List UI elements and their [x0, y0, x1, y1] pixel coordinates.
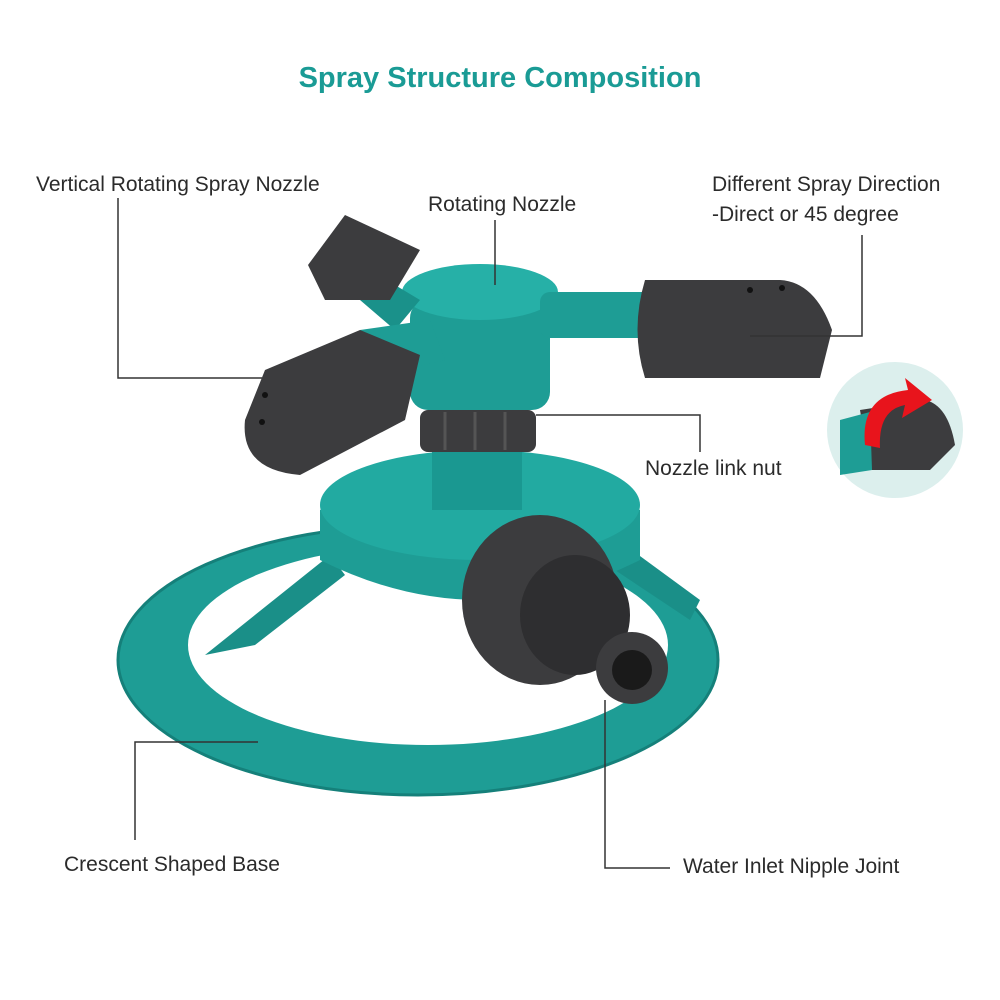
nozzle-link-nut-shape	[420, 410, 536, 452]
leader-spray-direction	[750, 235, 863, 337]
inlet-connector-ring	[520, 555, 630, 675]
label-rotating-nozzle: Rotating Nozzle	[428, 193, 577, 216]
diagram-title: Spray Structure Composition	[298, 62, 702, 94]
direction-arrow-icon	[864, 378, 932, 448]
nozzle-front-left-hole-2	[259, 419, 265, 425]
rotor-cap	[402, 264, 558, 320]
label-spray-direction-line2: -Direct or 45 degree	[712, 203, 899, 226]
nozzle-right	[637, 280, 832, 378]
label-spray-direction-line1: Different Spray Direction	[712, 173, 941, 196]
inlet-nipple-bore	[612, 650, 652, 690]
leader-inlet	[604, 700, 670, 869]
nozzle-right-hole-1	[747, 287, 753, 293]
label-vertical-rotating-spray-nozzle: Vertical Rotating Spray Nozzle	[36, 173, 320, 196]
nozzle-back-left	[308, 215, 420, 300]
label-crescent-shaped-base: Crescent Shaped Base	[64, 853, 280, 876]
arm-right	[540, 292, 660, 338]
rotor-column	[410, 300, 550, 410]
base-spoke-left	[205, 555, 345, 655]
label-nozzle-link-nut: Nozzle link nut	[645, 457, 782, 480]
nozzle-right-hole-2	[779, 285, 785, 291]
hub-neck	[432, 450, 522, 510]
label-water-inlet-nipple-joint: Water Inlet Nipple Joint	[683, 855, 900, 878]
leader-base	[134, 741, 258, 840]
leader-lines	[117, 198, 863, 869]
nozzle-front-left-hole-1	[262, 392, 268, 398]
inset-arm	[840, 412, 872, 475]
nozzle-front-left	[244, 330, 420, 475]
leader-link-nut	[536, 414, 701, 452]
leader-vertical-nozzle	[117, 198, 262, 379]
